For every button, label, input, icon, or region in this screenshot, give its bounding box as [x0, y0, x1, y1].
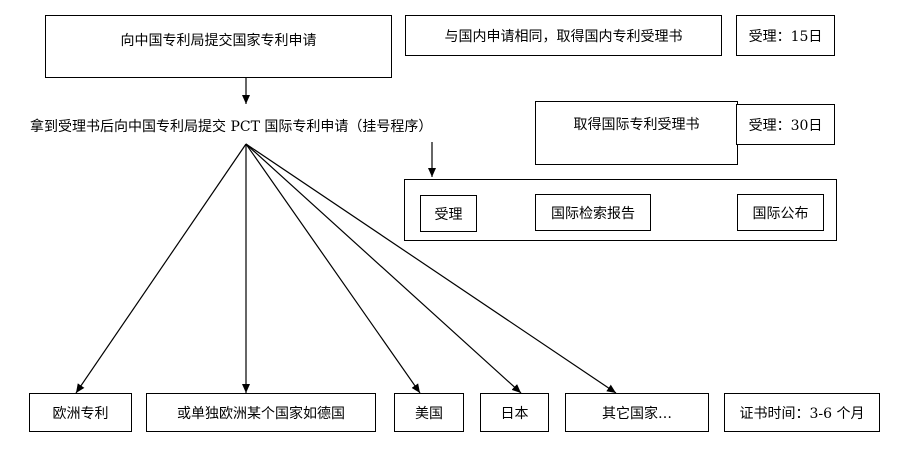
- arrow-to-japan: [245, 143, 522, 394]
- accept-30-box: 受理：30日: [736, 104, 835, 145]
- same-as-domestic-box: 与国内申请相同，取得国内专利受理书: [405, 15, 722, 56]
- flow-publication-box: 国际公布: [737, 194, 824, 231]
- flow-search-report-box: 国际检索报告: [535, 194, 651, 231]
- certificate-time-label: 证书时间：3-6 个月: [739, 405, 865, 422]
- target-japan-label: 日本: [500, 405, 529, 422]
- accept-30-label: 受理：30日: [748, 117, 823, 134]
- target-single-eu-country-label: 或单独欧洲某个国家如德国: [177, 405, 345, 422]
- step1-box: 向中国专利局提交国家专利申请: [45, 15, 392, 78]
- accept-15-box: 受理：15日: [736, 15, 835, 56]
- intl-receipt-box: 取得国际专利受理书: [535, 101, 738, 165]
- flow-accept-box: 受理: [420, 195, 477, 232]
- arrow-to-usa: [245, 143, 421, 394]
- target-usa-label: 美国: [415, 405, 443, 422]
- flow-publication-label: 国际公布: [752, 205, 809, 222]
- arrow-to-eu-patent: [75, 143, 247, 394]
- target-usa-box: 美国: [394, 393, 464, 432]
- target-japan-box: 日本: [480, 393, 549, 432]
- accept-15-label: 受理：15日: [748, 28, 823, 45]
- certificate-time-box: 证书时间：3-6 个月: [724, 393, 880, 432]
- flow-accept-label: 受理: [434, 206, 463, 223]
- target-eu-patent-box: 欧洲专利: [29, 393, 132, 432]
- step2-label: 拿到受理书后向中国专利局提交 PCT 国际专利申请（挂号程序）: [30, 119, 433, 135]
- target-single-eu-country-box: 或单独欧洲某个国家如德国: [146, 393, 376, 432]
- target-eu-patent-label: 欧洲专利: [52, 405, 109, 422]
- step1-label: 向中国专利局提交国家专利申请: [120, 33, 317, 49]
- arrow-to-others: [245, 143, 617, 394]
- intl-receipt-label: 取得国际专利受理书: [573, 117, 700, 133]
- same-as-domestic-label: 与国内申请相同，取得国内专利受理书: [444, 28, 683, 45]
- target-others-label: 其它国家…: [602, 405, 672, 422]
- flow-search-report-label: 国际检索报告: [551, 205, 635, 222]
- target-others-box: 其它国家…: [565, 393, 709, 432]
